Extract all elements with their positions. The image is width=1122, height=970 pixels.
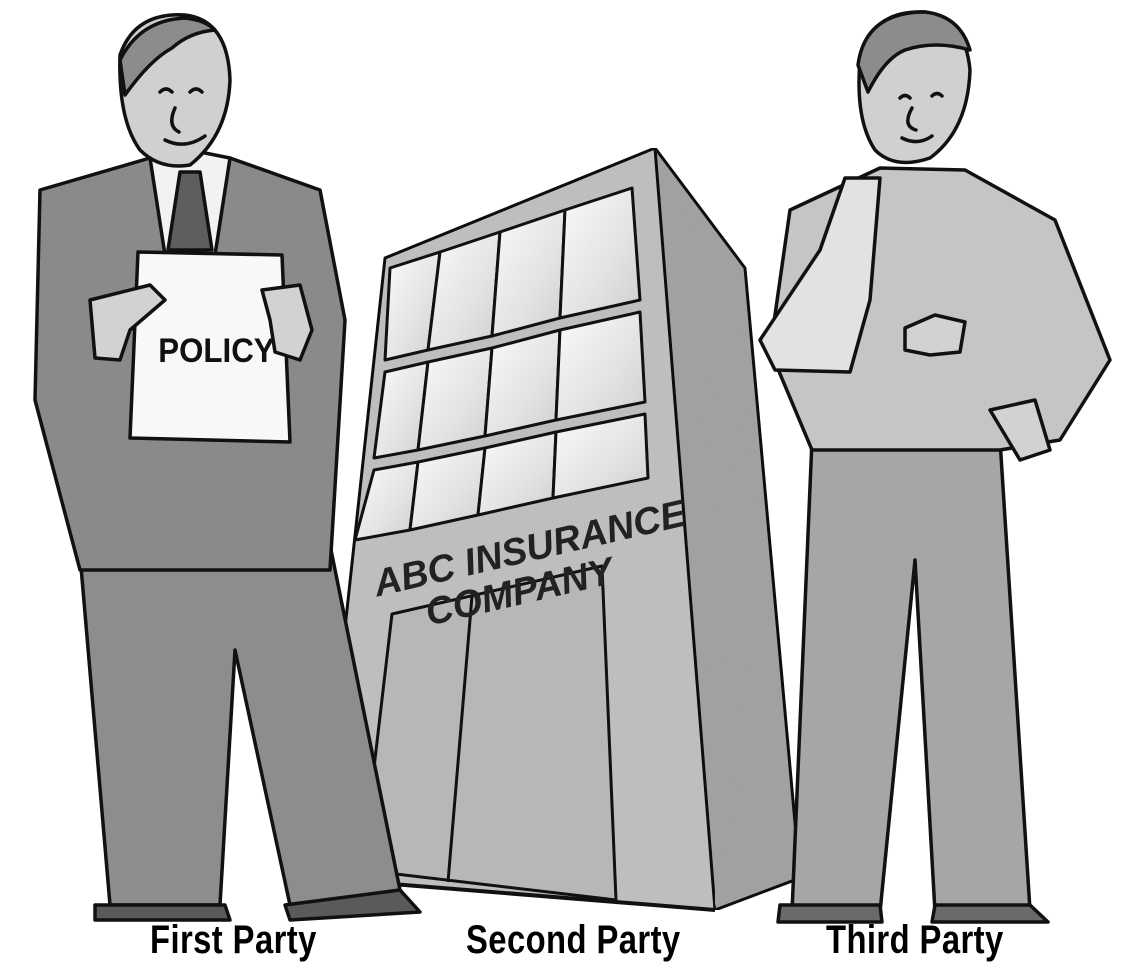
first-party-left-shoe — [93, 903, 232, 922]
first-party-tie — [166, 170, 214, 252]
third-party-hip-hand — [988, 398, 1052, 462]
third-party-sling-hand — [903, 313, 967, 357]
third-party-left-shoe — [776, 903, 884, 924]
insurance-building-icon — [316, 146, 802, 912]
man-with-arm-sling-icon — [758, 10, 1112, 924]
building-windows — [353, 186, 650, 542]
policy-text: POLICY — [158, 331, 275, 370]
policy-document — [128, 250, 292, 444]
third-party-label: Third Party — [826, 918, 1004, 962]
first-party-label: First Party — [150, 918, 317, 962]
second-party-label: Second Party — [466, 918, 681, 962]
first-party-right-shoe — [283, 888, 422, 922]
first-party-right-hand — [260, 283, 314, 362]
third-party-right-shoe — [930, 903, 1050, 924]
arm-sling — [758, 176, 882, 374]
businessman-with-policy-icon — [33, 13, 422, 922]
third-party-trousers — [790, 438, 1032, 914]
first-party-left-hand — [88, 283, 167, 362]
